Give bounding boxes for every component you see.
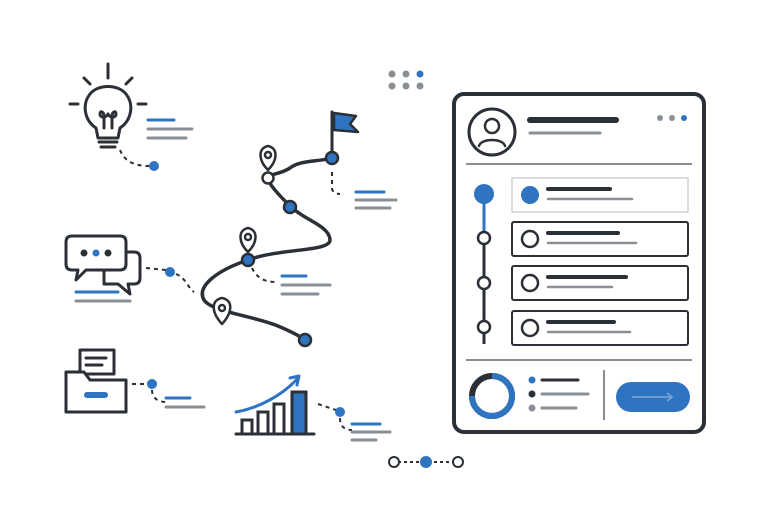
step-card[interactable] <box>511 265 689 301</box>
flag-icon <box>330 110 360 154</box>
milestone-node <box>261 171 275 185</box>
pager-dot[interactable] <box>452 456 464 468</box>
step-card[interactable] <box>511 221 689 257</box>
pager <box>388 456 464 468</box>
roadmap-milestones <box>240 150 340 348</box>
lightbulb-icon <box>83 85 133 149</box>
timeline-node <box>476 275 492 291</box>
milestone-node <box>324 150 340 166</box>
lightbulb-rays <box>68 62 148 106</box>
map-pin-icon <box>259 144 277 172</box>
roadmap-text-lines <box>354 190 398 210</box>
timeline-node-active <box>474 184 494 204</box>
milestone-node <box>282 199 298 215</box>
action-button[interactable] <box>616 382 690 412</box>
milestone-node <box>240 252 256 268</box>
roadmap-connector <box>331 172 341 195</box>
lightbulb-connector <box>119 149 151 167</box>
timeline-node <box>476 230 492 246</box>
chart-connector <box>317 403 337 411</box>
roadmap-text-lines <box>280 274 332 296</box>
folder-node <box>147 379 157 389</box>
lightbulb-node <box>149 161 159 171</box>
more-options-icon[interactable] <box>657 115 687 121</box>
map-pin-icon <box>239 226 257 254</box>
chat-dots <box>80 249 112 257</box>
milestone-node <box>297 332 313 348</box>
chart-node <box>335 407 345 417</box>
step-card[interactable] <box>511 310 689 346</box>
folder-text-lines <box>164 396 206 409</box>
chat-text-lines <box>74 290 132 303</box>
lightbulb-text-lines <box>146 118 194 140</box>
chat-node <box>165 267 175 277</box>
dot-grid-icon <box>388 70 424 90</box>
legend-list <box>528 376 590 412</box>
step-card-active[interactable] <box>511 177 689 213</box>
roadmap-path <box>200 156 334 342</box>
folder-connector-tail <box>151 389 167 403</box>
chart-connector-tail <box>339 417 353 431</box>
chart-text-lines <box>350 422 392 442</box>
progress-ring <box>469 373 515 419</box>
progress-panel <box>452 92 706 434</box>
map-pin-icon <box>212 296 232 326</box>
pager-dot-active[interactable] <box>420 456 432 468</box>
user-avatar-icon <box>467 107 517 157</box>
folder-label <box>84 392 108 398</box>
chat-connector-tail <box>175 273 195 293</box>
file-folder-icon <box>64 348 128 414</box>
roadmap-connector <box>251 267 277 283</box>
chat-bubbles-icon <box>64 234 142 296</box>
timeline-node <box>476 319 492 335</box>
growth-chart-icon <box>234 374 316 436</box>
chat-connector <box>145 267 167 271</box>
pager-dot[interactable] <box>388 456 400 468</box>
